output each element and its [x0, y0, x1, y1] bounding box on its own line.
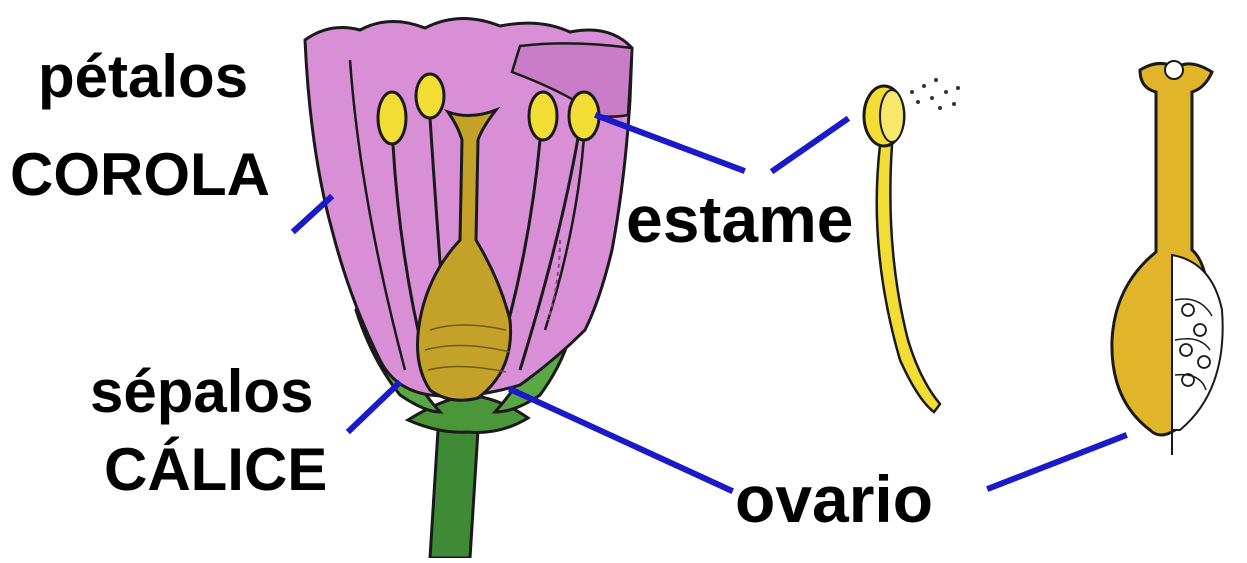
pollen-dots — [910, 78, 960, 110]
label-sepalos: sépalos — [90, 362, 313, 422]
detached-stamen — [864, 78, 960, 412]
leader-estame-detached — [774, 120, 846, 170]
label-estame: estame — [626, 186, 854, 252]
leader-ovario-flower — [512, 390, 730, 490]
label-calice: CÁLICE — [104, 440, 327, 500]
label-ovario: ovario — [735, 466, 933, 532]
leader-corola — [295, 198, 330, 230]
pistil-section — [1112, 61, 1223, 455]
label-corola: COROLA — [10, 145, 270, 205]
leader-ovario-section — [990, 436, 1124, 488]
flower-stem — [408, 395, 528, 558]
leader-sepalos — [350, 384, 398, 430]
label-petalos: pétalos — [38, 47, 248, 107]
